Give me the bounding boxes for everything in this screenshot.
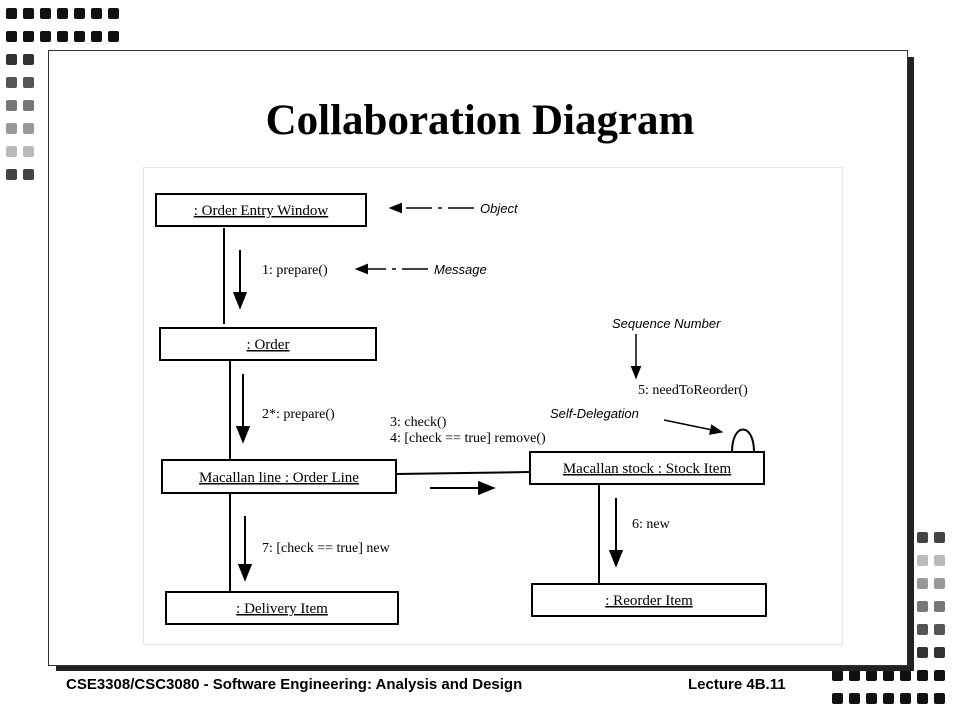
- object-order: : Order: [159, 327, 377, 361]
- message-label-3: 3: check(): [390, 415, 447, 430]
- object-macallan-stock-label: Macallan stock : Stock Item: [563, 461, 732, 477]
- object-reorder-item-label: : Reorder Item: [605, 593, 693, 609]
- note-self-delegation-pointer: [663, 419, 724, 435]
- message-label-6: 6: new: [632, 517, 671, 532]
- note-sequence-number: Sequence Number: [612, 316, 721, 331]
- object-order-label: : Order: [247, 337, 290, 353]
- object-delivery-item: : Delivery Item: [165, 591, 399, 625]
- message-label-2: 2*: prepare(): [262, 407, 335, 422]
- slide-title: Collaboration Diagram: [265, 97, 695, 144]
- object-order-entry-window-label: : Order Entry Window: [194, 203, 329, 219]
- note-message: Message: [434, 262, 487, 277]
- message-label-7: 7: [check == true] new: [262, 541, 391, 556]
- object-macallan-line: Macallan line : Order Line: [161, 459, 397, 494]
- message-label-4: 4: [check == true] remove(): [390, 431, 546, 446]
- link-line-stock: [395, 471, 531, 475]
- footer-lecture-number: Lecture 4B.11: [688, 676, 786, 693]
- diagram-canvas: : Order Entry Window : Order Macallan li…: [155, 193, 767, 625]
- object-order-entry-window: : Order Entry Window: [155, 193, 367, 227]
- note-object: Object: [480, 201, 519, 216]
- collaboration-diagram: : Order Entry Window : Order Macallan li…: [143, 167, 843, 645]
- footer-course: CSE3308/CSC3080 - Software Engineering: …: [66, 676, 523, 693]
- self-delegation-loop: [731, 428, 755, 453]
- message-label-5: 5: needToReorder(): [638, 383, 748, 398]
- note-self-delegation: Self-Delegation: [550, 406, 639, 421]
- object-reorder-item: : Reorder Item: [531, 583, 767, 617]
- object-macallan-line-label: Macallan line : Order Line: [199, 470, 359, 486]
- object-delivery-item-label: : Delivery Item: [236, 601, 328, 617]
- message-label-1: 1: prepare(): [262, 263, 328, 278]
- object-macallan-stock: Macallan stock : Stock Item: [529, 451, 765, 485]
